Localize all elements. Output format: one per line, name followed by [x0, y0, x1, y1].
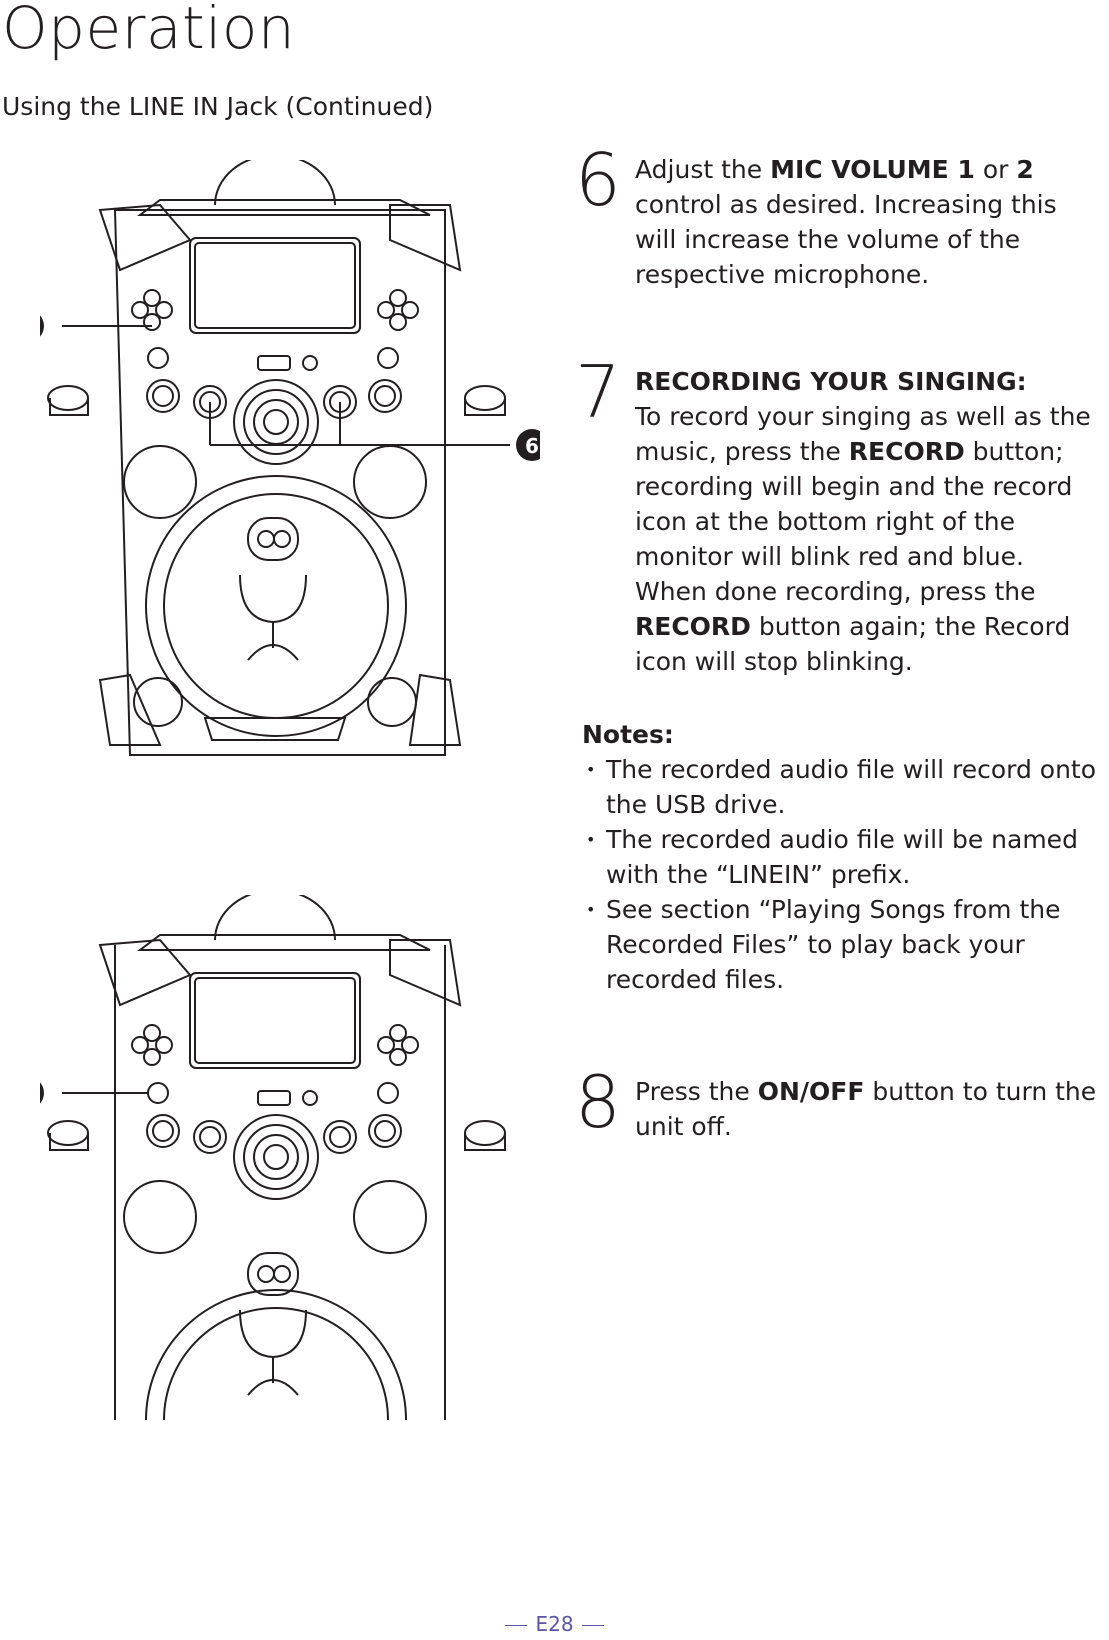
karaoke-machine-illustration-top: 7 6 [40, 160, 540, 756]
note-item: •The recorded audio file will be named w… [586, 825, 1078, 889]
callout-6-label: 6 [525, 434, 539, 458]
step-text: RECORDING YOUR SINGING: To record your s… [635, 364, 1105, 679]
karaoke-machine-illustration-bottom: 8 [40, 895, 506, 1420]
step-heading: RECORDING YOUR SINGING: [635, 367, 1027, 396]
notes-title: Notes: [582, 720, 674, 749]
callout-6-badge [516, 429, 540, 461]
step-number: 8 [575, 1060, 621, 1144]
page-title: Operation [2, 0, 296, 62]
step-text: Press the ON/OFF button to turn the unit… [635, 1077, 1097, 1141]
note-item: •See section “Playing Songs from the Rec… [586, 895, 1061, 994]
step-number: 6 [575, 138, 621, 222]
step-number: 7 [575, 350, 621, 434]
notes-section: Notes: •The recorded audio file will rec… [582, 717, 1107, 997]
page-number: E28 [535, 1612, 574, 1636]
callout-8-badge [40, 1082, 44, 1104]
page-footer: E28 [0, 1612, 1109, 1636]
callout-7-badge [40, 315, 44, 337]
section-subtitle: Using the LINE IN Jack (Continued) [2, 92, 434, 121]
note-item: •The recorded audio file will record ont… [586, 755, 1097, 819]
step-text: Adjust the MIC VOLUME 1 or 2 control as … [635, 155, 1057, 289]
